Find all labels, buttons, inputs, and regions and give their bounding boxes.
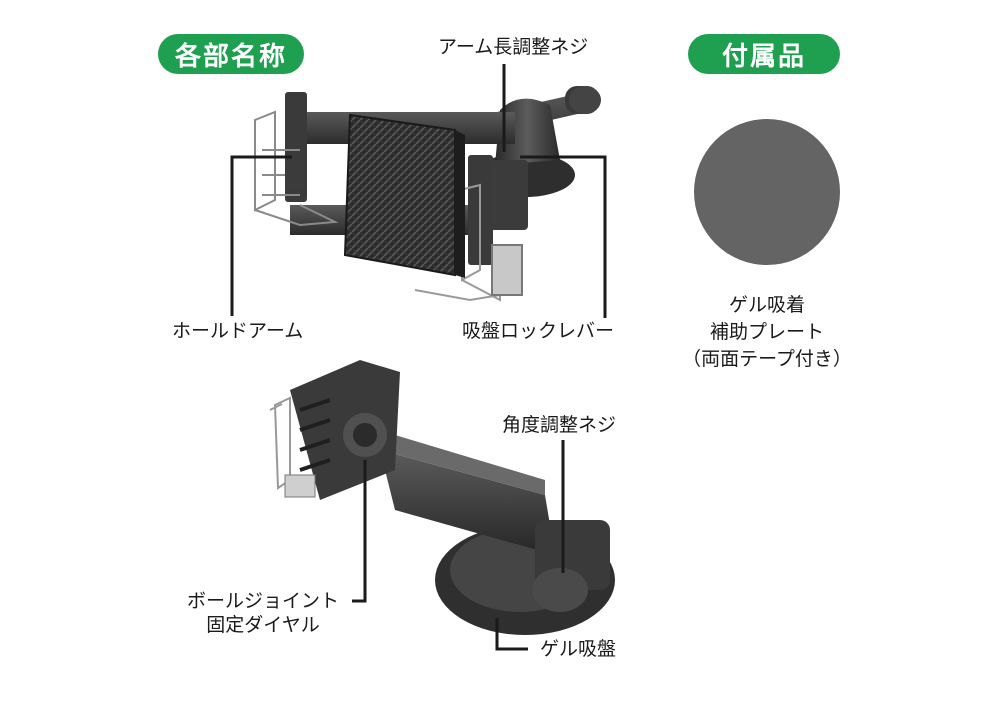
suction-lock-lever-label: 吸盤ロックレバー bbox=[462, 320, 615, 342]
angle-screw-label: 角度調整ネジ bbox=[502, 414, 617, 436]
accessory-description: ゲル吸着 補助プレート （両面テープ付き） bbox=[667, 292, 867, 373]
angle-knob bbox=[532, 568, 588, 612]
carbon-pad bbox=[343, 113, 465, 278]
accessory-line3: （両面テープ付き） bbox=[682, 348, 852, 370]
accessory-line1: ゲル吸着 bbox=[728, 294, 805, 316]
gel-suction-cup-label: ゲル吸盤 bbox=[540, 638, 617, 660]
accessories-heading: 付属品 bbox=[688, 34, 840, 74]
gel-plate-disc bbox=[694, 119, 840, 265]
left-clamp bbox=[254, 110, 339, 227]
hold-arm-label: ホールドアーム bbox=[172, 320, 304, 342]
ball-joint-label-line2: 固定ダイヤル bbox=[206, 614, 320, 636]
accessory-line2: 補助プレート bbox=[709, 321, 824, 343]
ball-joint-label: ボールジョイント 固定ダイヤル bbox=[168, 589, 358, 637]
lock-lever-block bbox=[490, 160, 528, 230]
ball-joint-label-line1: ボールジョイント bbox=[186, 590, 339, 612]
side-boom bbox=[380, 450, 555, 555]
arm-length-screw-label: アーム長調整ネジ bbox=[438, 36, 589, 58]
parts-names-heading: 各部名称 bbox=[158, 34, 304, 74]
